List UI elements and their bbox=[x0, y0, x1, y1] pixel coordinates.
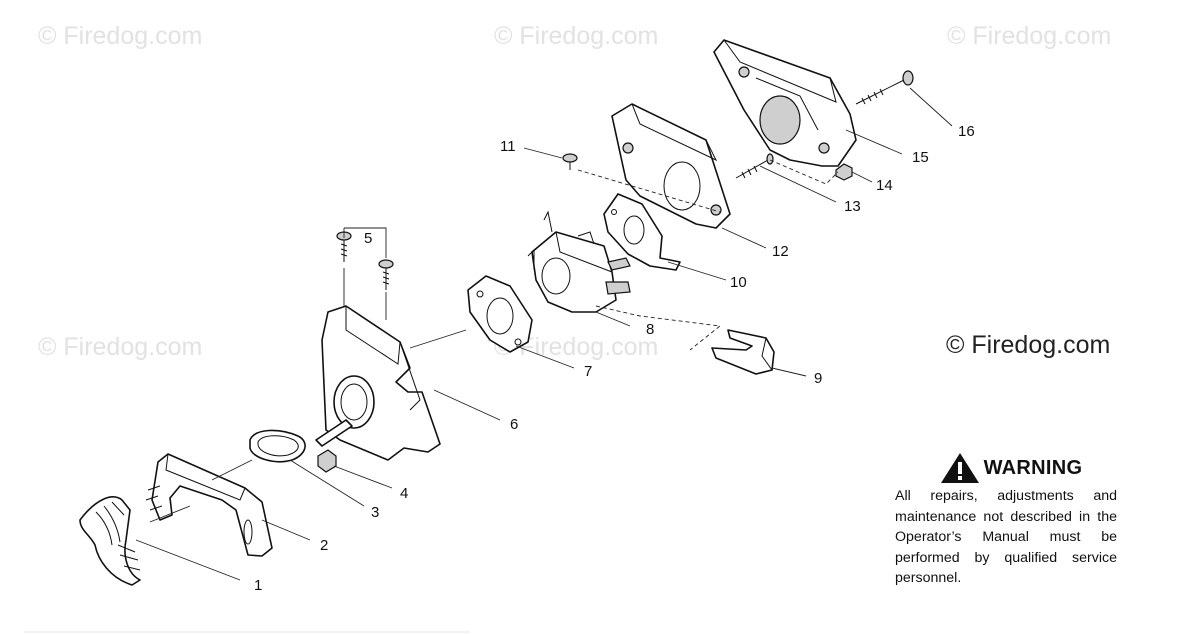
leader-10 bbox=[667, 261, 727, 281]
part-16-bolt bbox=[855, 70, 914, 105]
warning-title: WARNING bbox=[983, 456, 1083, 479]
part-13-long-screw bbox=[735, 153, 774, 179]
callout-8: 8 bbox=[646, 321, 654, 338]
part-7-flange-gasket bbox=[467, 275, 533, 353]
callout-1: 1 bbox=[254, 577, 262, 594]
part-6-housing bbox=[315, 305, 441, 461]
warning-header: WARNING bbox=[905, 452, 1117, 484]
leader-16 bbox=[909, 87, 953, 127]
copyright-label: © Firedog.com bbox=[946, 331, 1111, 359]
leader-9 bbox=[771, 367, 807, 377]
part-8-carburetor bbox=[527, 210, 631, 313]
leader-1 bbox=[135, 539, 241, 581]
leader-8 bbox=[595, 311, 631, 327]
leader-15 bbox=[845, 129, 903, 155]
part-11-small-screw bbox=[562, 153, 578, 170]
part-4-nut bbox=[317, 449, 337, 473]
dashed-line-13 bbox=[769, 159, 839, 185]
leader-2 bbox=[261, 519, 311, 541]
dashed-line-11 bbox=[577, 169, 721, 213]
leader-11 bbox=[523, 147, 563, 159]
part-1-deflector bbox=[79, 496, 141, 586]
callout-12: 12 bbox=[772, 243, 789, 260]
leader-13 bbox=[759, 165, 837, 203]
leader-5 bbox=[343, 227, 387, 258]
leader-7 bbox=[515, 345, 575, 369]
warning-triangle-icon bbox=[940, 453, 979, 483]
part-3-gasket bbox=[249, 429, 306, 463]
callout-10: 10 bbox=[730, 274, 747, 291]
callout-4: 4 bbox=[400, 485, 408, 502]
callout-2: 2 bbox=[320, 537, 328, 554]
watermark-top-right: © Firedog.com bbox=[947, 22, 1112, 50]
callout-15: 15 bbox=[912, 149, 929, 166]
watermark-top-left: © Firedog.com bbox=[38, 22, 203, 50]
assembly-line-1-2 bbox=[149, 505, 191, 523]
part-10-plate bbox=[603, 193, 681, 271]
part-15-air-filter-cover bbox=[713, 39, 857, 167]
callout-11: 11 bbox=[500, 138, 516, 155]
callout-9: 9 bbox=[814, 370, 822, 387]
callout-13: 13 bbox=[844, 198, 861, 215]
assembly-line-2-3 bbox=[211, 459, 253, 481]
warning-text: All repairs, adjustments and maintenance… bbox=[895, 488, 1117, 586]
callout-3: 3 bbox=[371, 504, 379, 521]
warning-box: WARNING All repairs, adjustments and mai… bbox=[895, 452, 1117, 589]
part-12-adapter-plate bbox=[611, 103, 731, 229]
callout-16: 16 bbox=[958, 123, 975, 140]
callout-14: 14 bbox=[876, 177, 893, 194]
leader-14 bbox=[851, 171, 873, 183]
leader-12 bbox=[721, 227, 767, 249]
leader-4 bbox=[333, 465, 393, 489]
leader-3 bbox=[289, 459, 365, 507]
part-14-nut bbox=[835, 163, 853, 181]
part-2-bracket bbox=[145, 453, 273, 557]
watermark-top-center: © Firedog.com bbox=[494, 22, 659, 50]
watermark-mid-left: © Firedog.com bbox=[38, 333, 203, 361]
dashed-line-8 bbox=[595, 305, 722, 351]
assembly-line-6-7 bbox=[409, 329, 467, 349]
part-9-clip bbox=[711, 329, 775, 375]
leader-6 bbox=[433, 389, 501, 421]
callout-5: 5 bbox=[364, 230, 372, 247]
callout-7: 7 bbox=[584, 363, 592, 380]
callout-6: 6 bbox=[510, 416, 518, 433]
